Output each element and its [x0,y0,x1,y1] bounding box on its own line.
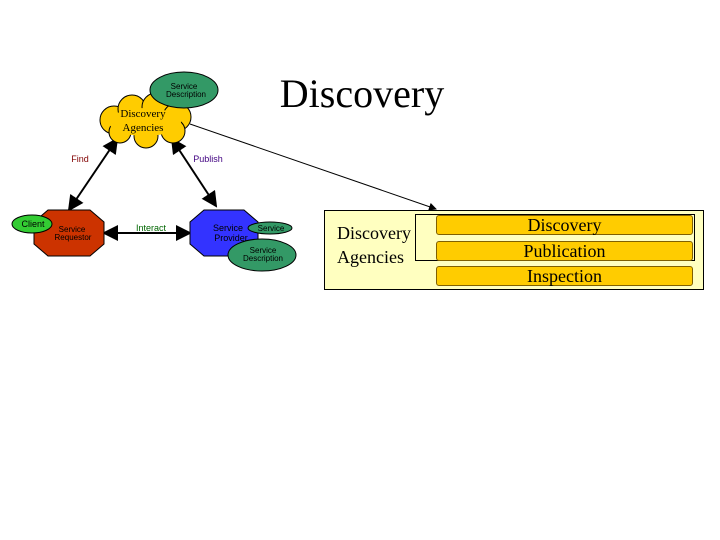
callout-arrow [189,123,437,211]
discovery-agencies-panel: Discovery Agencies Discovery Publication… [324,210,704,290]
find-label: Find [71,154,89,164]
provider-sd-label-1: Service [250,246,277,255]
discovery-agencies-cloud: Discovery Agencies [99,92,192,149]
agency-sd-label-2: Description [166,90,206,99]
provider-service-description: Service Description [227,238,297,272]
slide-title: Discovery [279,71,445,116]
panel-label-line-1: Discovery [337,223,411,243]
service-provider-label-1: Service [213,223,243,233]
service-requestor-label-1: Service [59,225,86,234]
discovery-agencies-label-2: Agencies [123,122,164,134]
service-provider-label-2: Provider [214,233,248,243]
interact-label: Interact [136,223,167,233]
service-label: Service [258,224,285,233]
find-edge [67,137,119,212]
agency-service-description: Service Description [149,71,219,109]
layer-discovery: Discovery [436,215,693,235]
discovery-agencies-label-1: Discovery [120,108,166,120]
service-requestor-label-2: Requestor [55,233,92,242]
service: Service [247,221,293,235]
publish-edge [170,137,218,208]
layer-publication: Publication [436,241,693,261]
agency-sd-label-1: Service [171,82,198,91]
client: Client [11,214,53,234]
publish-label: Publish [193,154,223,164]
layer-inspection: Inspection [436,266,693,286]
client-label: Client [21,219,45,229]
panel-label: Discovery Agencies [337,221,411,269]
panel-label-line-2: Agencies [337,247,404,267]
provider-sd-label-2: Description [243,254,283,263]
